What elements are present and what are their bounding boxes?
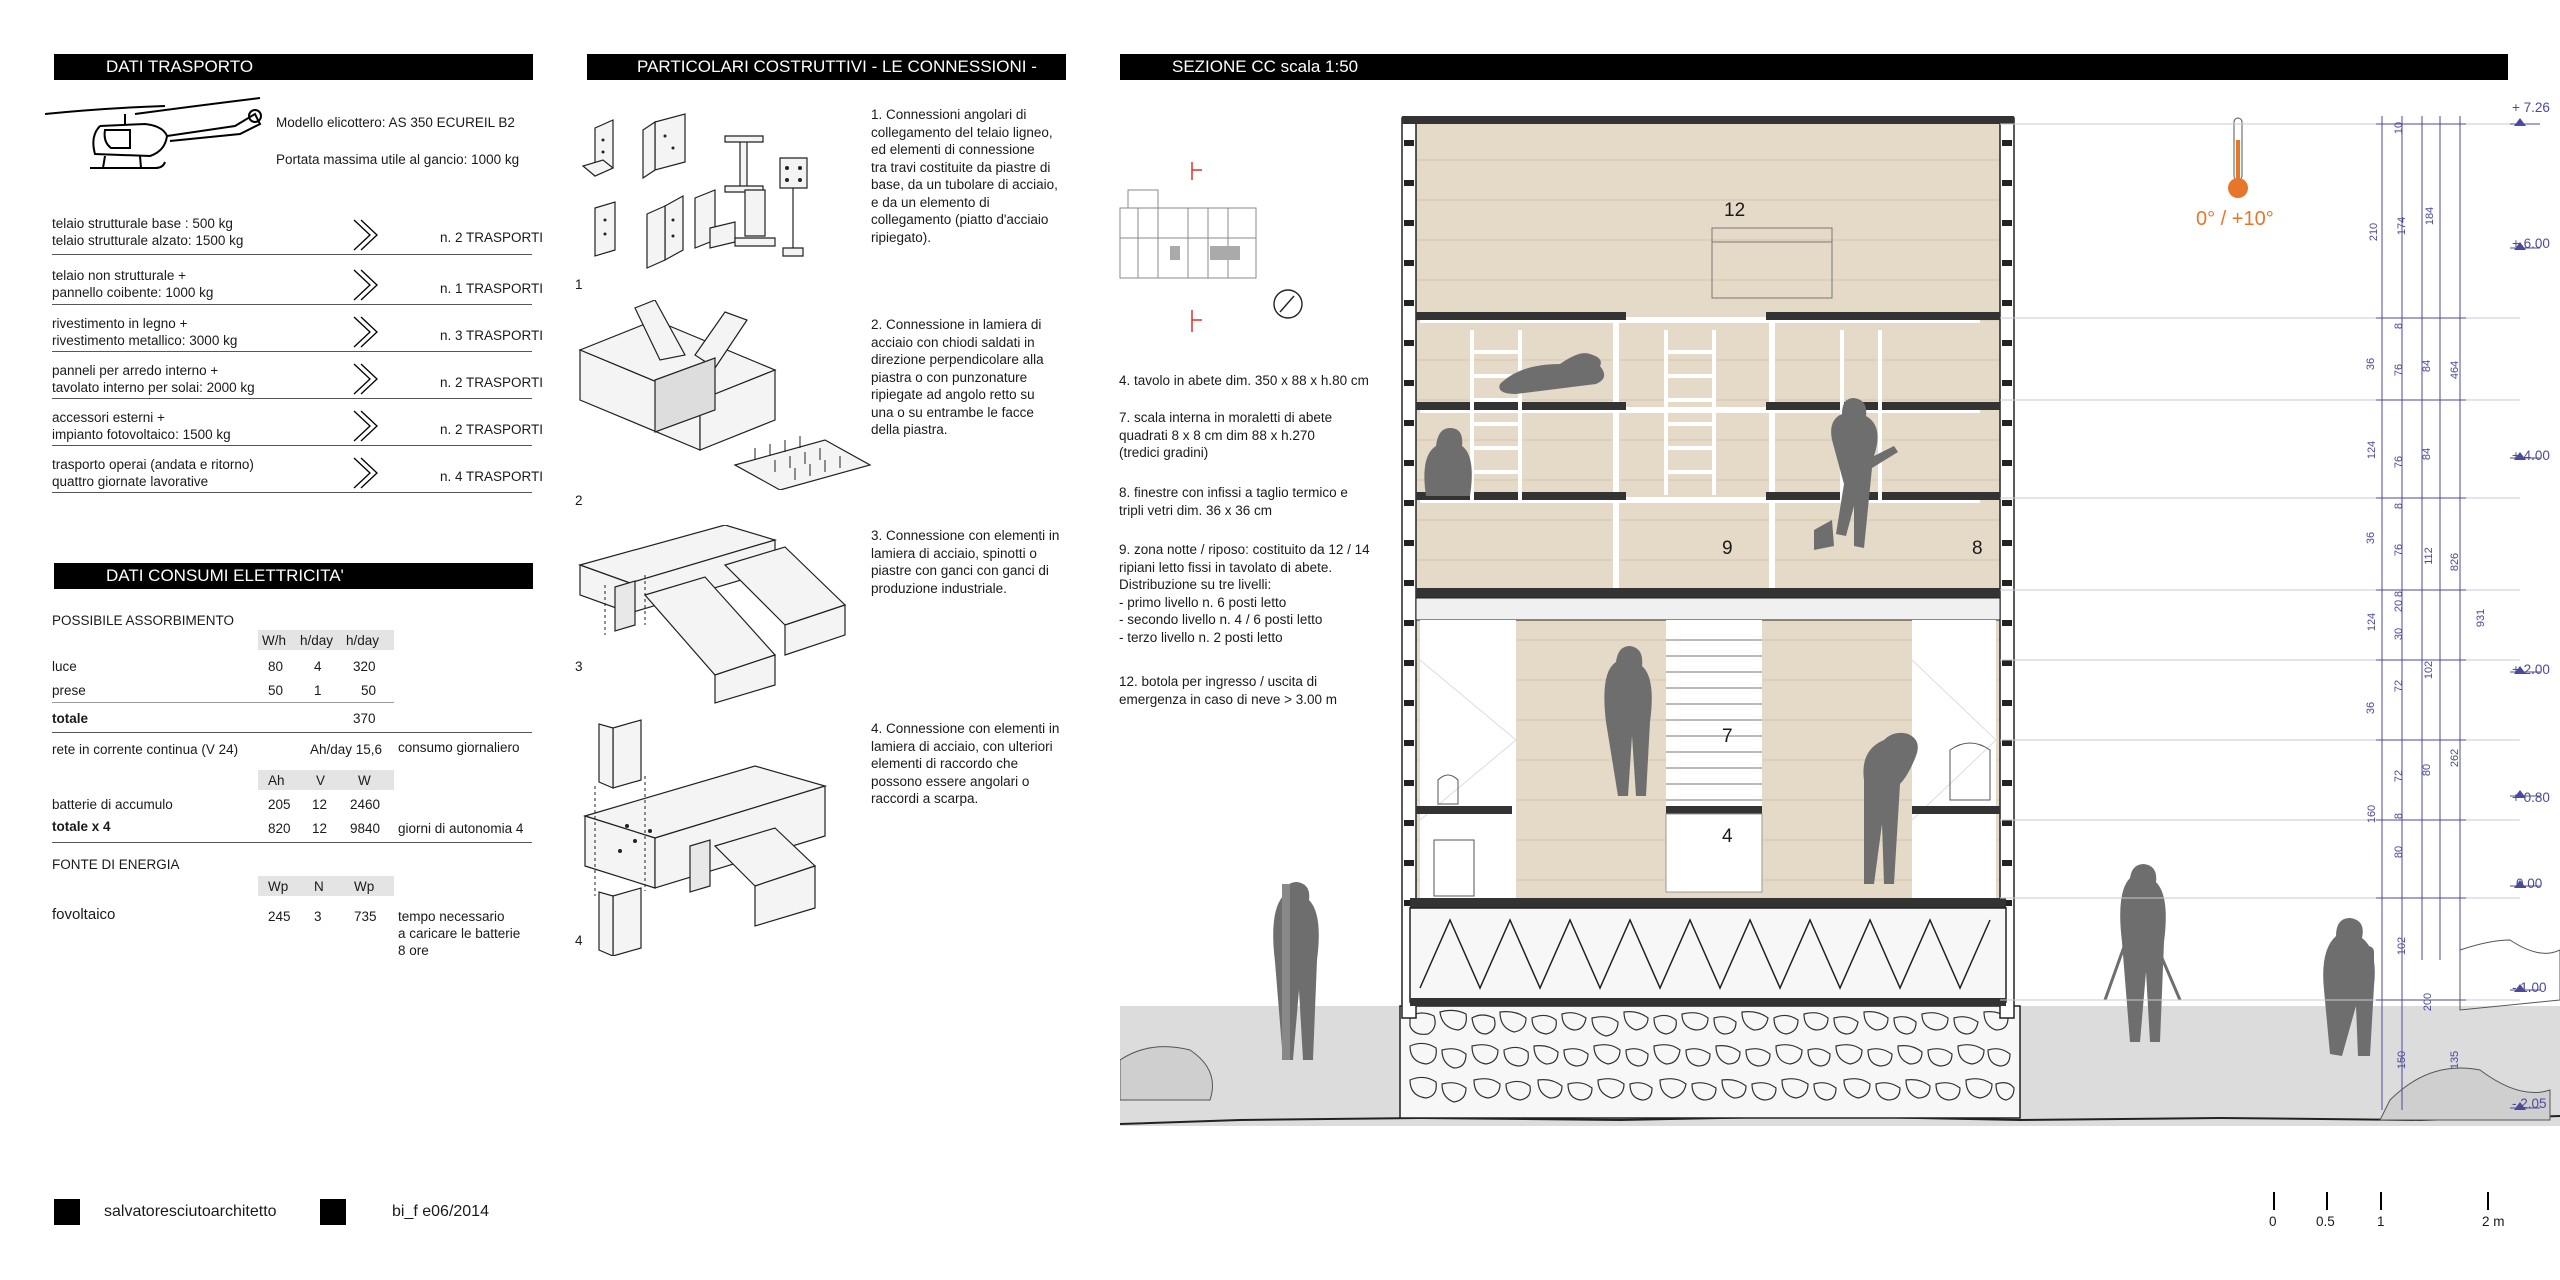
label-8: 8 bbox=[1972, 538, 1983, 559]
header-particolari: PARTICOLARI COSTRUTTIVI - LE CONNESSIONI… bbox=[587, 54, 1066, 80]
cell: 820 bbox=[268, 821, 291, 836]
connection-drawing-4 bbox=[582, 719, 828, 956]
cell: 80 bbox=[268, 659, 284, 674]
helicopter-model: Modello elicottero: AS 350 ECUREIL B2 bbox=[276, 115, 515, 130]
studio-name: salvatoresciutoarchitetto bbox=[104, 1203, 277, 1220]
level-label: + 7.26 bbox=[2512, 100, 2550, 115]
connection-num-3: 3 bbox=[575, 659, 583, 674]
rete-label: rete in corrente continua (V 24) bbox=[52, 742, 239, 757]
col-head: h/day bbox=[346, 633, 380, 648]
totale-value: 370 bbox=[353, 711, 376, 726]
cell: 12 bbox=[312, 821, 328, 836]
connection-drawing-3 bbox=[578, 525, 847, 704]
level-label: - 1.00 bbox=[2512, 980, 2547, 995]
connection-text-3: 3. Connessione con elementi in lamiera d… bbox=[871, 528, 1060, 596]
transport-desc: telaio non strutturale + pannello coiben… bbox=[52, 268, 214, 300]
cell: 1 bbox=[314, 683, 322, 698]
row-label: fovoltaico bbox=[52, 906, 116, 923]
connection-text-1: 1. Connessioni angolari di collegamento … bbox=[871, 107, 1058, 245]
level-label: + 0.80 bbox=[2512, 790, 2550, 805]
transport-desc: panneli per arredo interno + tavolato in… bbox=[52, 363, 255, 395]
totale-label: totale bbox=[52, 711, 89, 726]
connection-num-1: 1 bbox=[575, 277, 583, 292]
connection-text-2: 2. Connessione in lamiera di acciaio con… bbox=[871, 317, 1044, 437]
chevron-icons bbox=[353, 219, 378, 489]
cell: 50 bbox=[361, 683, 377, 698]
transport-count: n. 3 TRASPORTI bbox=[440, 328, 544, 343]
header-consumi: DATI CONSUMI ELETTRICITA' bbox=[54, 563, 533, 589]
level-label: 0.00 bbox=[2516, 876, 2543, 891]
note-8: 8. finestre con infissi a taglio termico… bbox=[1119, 485, 1348, 518]
level-label: + 2.00 bbox=[2512, 662, 2550, 677]
label-12: 12 bbox=[1724, 200, 1746, 221]
helicopter-payload: Portata massima utile al gancio: 1000 kg bbox=[276, 152, 520, 167]
connection-drawing-2 bbox=[578, 300, 872, 490]
col-head: Ah bbox=[268, 773, 285, 788]
row-label: luce bbox=[52, 659, 77, 674]
possibile-label: POSSIBILE ASSORBIMENTO bbox=[52, 613, 235, 628]
cell: 9840 bbox=[350, 821, 381, 836]
key-plan bbox=[1119, 162, 1303, 332]
row-label: totale x 4 bbox=[52, 819, 111, 834]
connection-num-2: 2 bbox=[575, 493, 583, 508]
helicopter-icon bbox=[45, 97, 262, 169]
label-4: 4 bbox=[1722, 826, 1733, 847]
cell: 50 bbox=[268, 683, 284, 698]
label-7: 7 bbox=[1722, 726, 1733, 747]
section-drawing bbox=[1120, 116, 2560, 1126]
transport-desc: trasporto operai (andata e ritorno) quat… bbox=[52, 457, 254, 489]
col-head: h/day bbox=[300, 633, 334, 648]
transport-count: n. 2 TRASPORTI bbox=[440, 422, 544, 437]
consumo-label: consumo giornaliero bbox=[398, 740, 520, 755]
ah-day: Ah/day 15,6 bbox=[310, 742, 383, 757]
cell: 205 bbox=[268, 797, 291, 812]
cell: 245 bbox=[268, 909, 291, 924]
level-label: + 4.00 bbox=[2512, 448, 2550, 463]
col-head: W/h bbox=[262, 633, 287, 648]
drawing-code: bi_f e06/2014 bbox=[392, 1203, 489, 1220]
cell: 320 bbox=[353, 659, 376, 674]
row-label: prese bbox=[52, 683, 86, 698]
cell: 4 bbox=[314, 659, 322, 674]
header-sezione: SEZIONE CC scala 1:50 bbox=[1120, 54, 2508, 80]
transport-desc: accessori esterni + impianto fotovoltaic… bbox=[52, 410, 231, 442]
tempo: tempo necessario a caricare le batterie … bbox=[398, 909, 521, 958]
level-label: - 2.05 bbox=[2512, 1096, 2547, 1111]
note-7: 7. scala interna in moraletti di abete q… bbox=[1119, 410, 1333, 460]
col-head: Wp bbox=[354, 879, 375, 894]
transport-count: n. 2 TRASPORTI bbox=[440, 230, 544, 245]
transport-desc: rivestimento in legno + rivestimento met… bbox=[52, 316, 238, 348]
col-head: N bbox=[314, 879, 324, 894]
col-head: W bbox=[358, 773, 371, 788]
header-dati-trasporto: DATI TRASPORTO bbox=[54, 54, 533, 80]
col-head: V bbox=[316, 773, 326, 788]
level-label: + 6.00 bbox=[2512, 236, 2550, 251]
legend-square-2 bbox=[320, 1199, 346, 1225]
temperature-label: 0° / +10° bbox=[2196, 208, 2274, 230]
cell: 3 bbox=[314, 909, 322, 924]
transport-count: n. 2 TRASPORTI bbox=[440, 375, 544, 390]
label-9: 9 bbox=[1722, 538, 1733, 559]
row-label: batterie di accumulo bbox=[52, 797, 173, 812]
transport-desc: telaio strutturale base : 500 kg telaio … bbox=[52, 216, 244, 248]
autonomia: giorni di autonomia 4 bbox=[398, 821, 524, 836]
transport-count: n. 1 TRASPORTI bbox=[440, 281, 544, 296]
connection-drawing-1 bbox=[581, 113, 808, 269]
note-9: 9. zona notte / riposo: costituito da 12… bbox=[1119, 542, 1370, 645]
note-12: 12. botola per ingresso / uscita di emer… bbox=[1119, 674, 1338, 707]
col-head: Wp bbox=[268, 879, 289, 894]
fonte-label: FONTE DI ENERGIA bbox=[52, 857, 180, 872]
legend-square-1 bbox=[54, 1199, 80, 1225]
cell: 12 bbox=[312, 797, 328, 812]
cell: 735 bbox=[354, 909, 377, 924]
note-4: 4. tavolo in abete dim. 350 x 88 x h.80 … bbox=[1119, 373, 1369, 388]
cell: 2460 bbox=[350, 797, 381, 812]
connection-num-4: 4 bbox=[575, 933, 583, 948]
connection-text-4: 4. Connessione con elementi in lamiera d… bbox=[871, 721, 1060, 806]
transport-count: n. 4 TRASPORTI bbox=[440, 469, 544, 484]
